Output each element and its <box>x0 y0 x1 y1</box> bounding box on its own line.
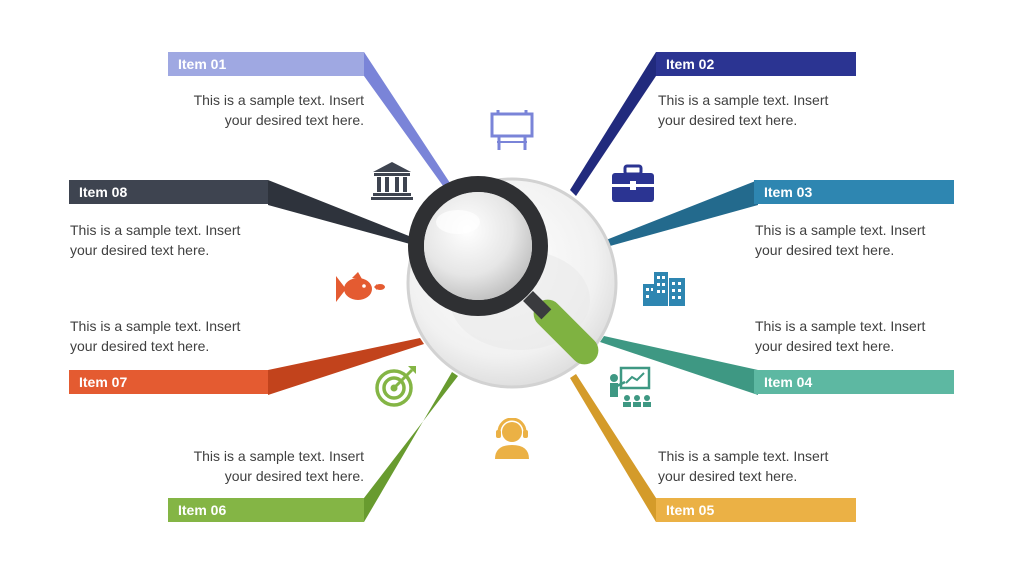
arm-item-02 <box>570 52 656 196</box>
desc-item-06: This is a sample text. Insert your desir… <box>164 446 364 486</box>
support-agent-icon <box>495 418 529 459</box>
arm-item-03 <box>606 180 758 246</box>
desc-item-04: This is a sample text. Insert your desir… <box>755 316 955 356</box>
desc-item-06-line2: your desired text here. <box>224 468 364 484</box>
desc-item-07-line2: your desired text here. <box>70 338 210 354</box>
desc-item-08: This is a sample text. Insert your desir… <box>70 220 270 260</box>
label-item-05: Item 05 <box>656 498 856 522</box>
label-item-08: Item 08 <box>69 180 268 204</box>
arm-item-07 <box>268 338 424 395</box>
desc-item-05-line1: This is a sample text. Insert <box>658 448 829 464</box>
label-item-06: Item 06 <box>168 498 364 522</box>
desc-item-03-line2: your desired text here. <box>755 242 895 258</box>
target-icon <box>375 366 416 407</box>
desc-item-03: This is a sample text. Insert your desir… <box>755 220 955 260</box>
desc-item-01-line1: This is a sample text. Insert <box>193 92 364 108</box>
arm-item-04 <box>600 336 758 395</box>
desc-item-01: This is a sample text. Insert your desir… <box>164 90 364 130</box>
fish-icon <box>336 272 385 302</box>
buildings-icon <box>643 272 685 306</box>
arm-item-01 <box>364 52 452 190</box>
label-item-04: Item 04 <box>754 370 954 394</box>
arm-item-05 <box>570 374 656 522</box>
desc-item-08-line1: This is a sample text. Insert <box>70 222 241 238</box>
label-item-02: Item 02 <box>656 52 856 76</box>
desc-item-02: This is a sample text. Insert your desir… <box>658 90 858 130</box>
desc-item-01-line2: your desired text here. <box>224 112 364 128</box>
desc-item-04-line1: This is a sample text. Insert <box>755 318 926 334</box>
desc-item-05-line2: your desired text here. <box>658 468 798 484</box>
desc-item-08-line2: your desired text here. <box>70 242 210 258</box>
desc-item-07: This is a sample text. Insert your desir… <box>70 316 270 356</box>
billboard-icon <box>490 110 534 150</box>
desc-item-06-line1: This is a sample text. Insert <box>193 448 364 464</box>
briefcase-icon <box>612 164 654 202</box>
desc-item-02-line2: your desired text here. <box>658 112 798 128</box>
desc-item-05: This is a sample text. Insert your desir… <box>658 446 858 486</box>
label-item-03: Item 03 <box>754 180 954 204</box>
arm-item-08 <box>268 180 414 244</box>
desc-item-04-line2: your desired text here. <box>755 338 895 354</box>
label-item-07: Item 07 <box>69 370 268 394</box>
presentation-icon <box>610 366 651 407</box>
desc-item-07-line1: This is a sample text. Insert <box>70 318 241 334</box>
desc-item-03-line1: This is a sample text. Insert <box>755 222 926 238</box>
arm-item-06 <box>364 372 458 522</box>
label-item-01: Item 01 <box>168 52 364 76</box>
desc-item-02-line1: This is a sample text. Insert <box>658 92 829 108</box>
bank-icon <box>371 162 413 200</box>
